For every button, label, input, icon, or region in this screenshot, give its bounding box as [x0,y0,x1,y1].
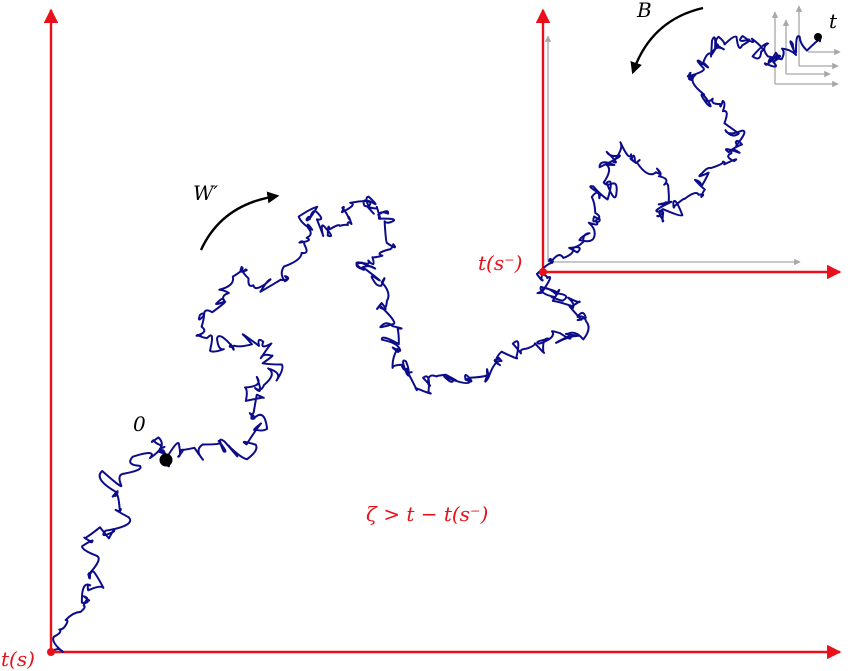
label-t: t [829,9,838,33]
label-zero: 0 [133,412,146,436]
origin-point [159,453,173,467]
label-B: B [636,0,652,22]
t-s-point [47,648,55,656]
t-s-minus-point [539,268,547,276]
b-arrow [630,6,704,75]
brownian-path-b [535,35,822,282]
label-condition: ζ > t − t(s⁻) [366,502,488,526]
t-point [814,33,822,41]
label-W-prime: W′ [193,181,219,205]
label-t-s: t(s) [1,647,35,671]
brownian-path-w-prime [50,195,590,653]
w-prime-arrow [199,191,280,251]
label-t-s-minus: t(s⁻) [478,251,522,275]
